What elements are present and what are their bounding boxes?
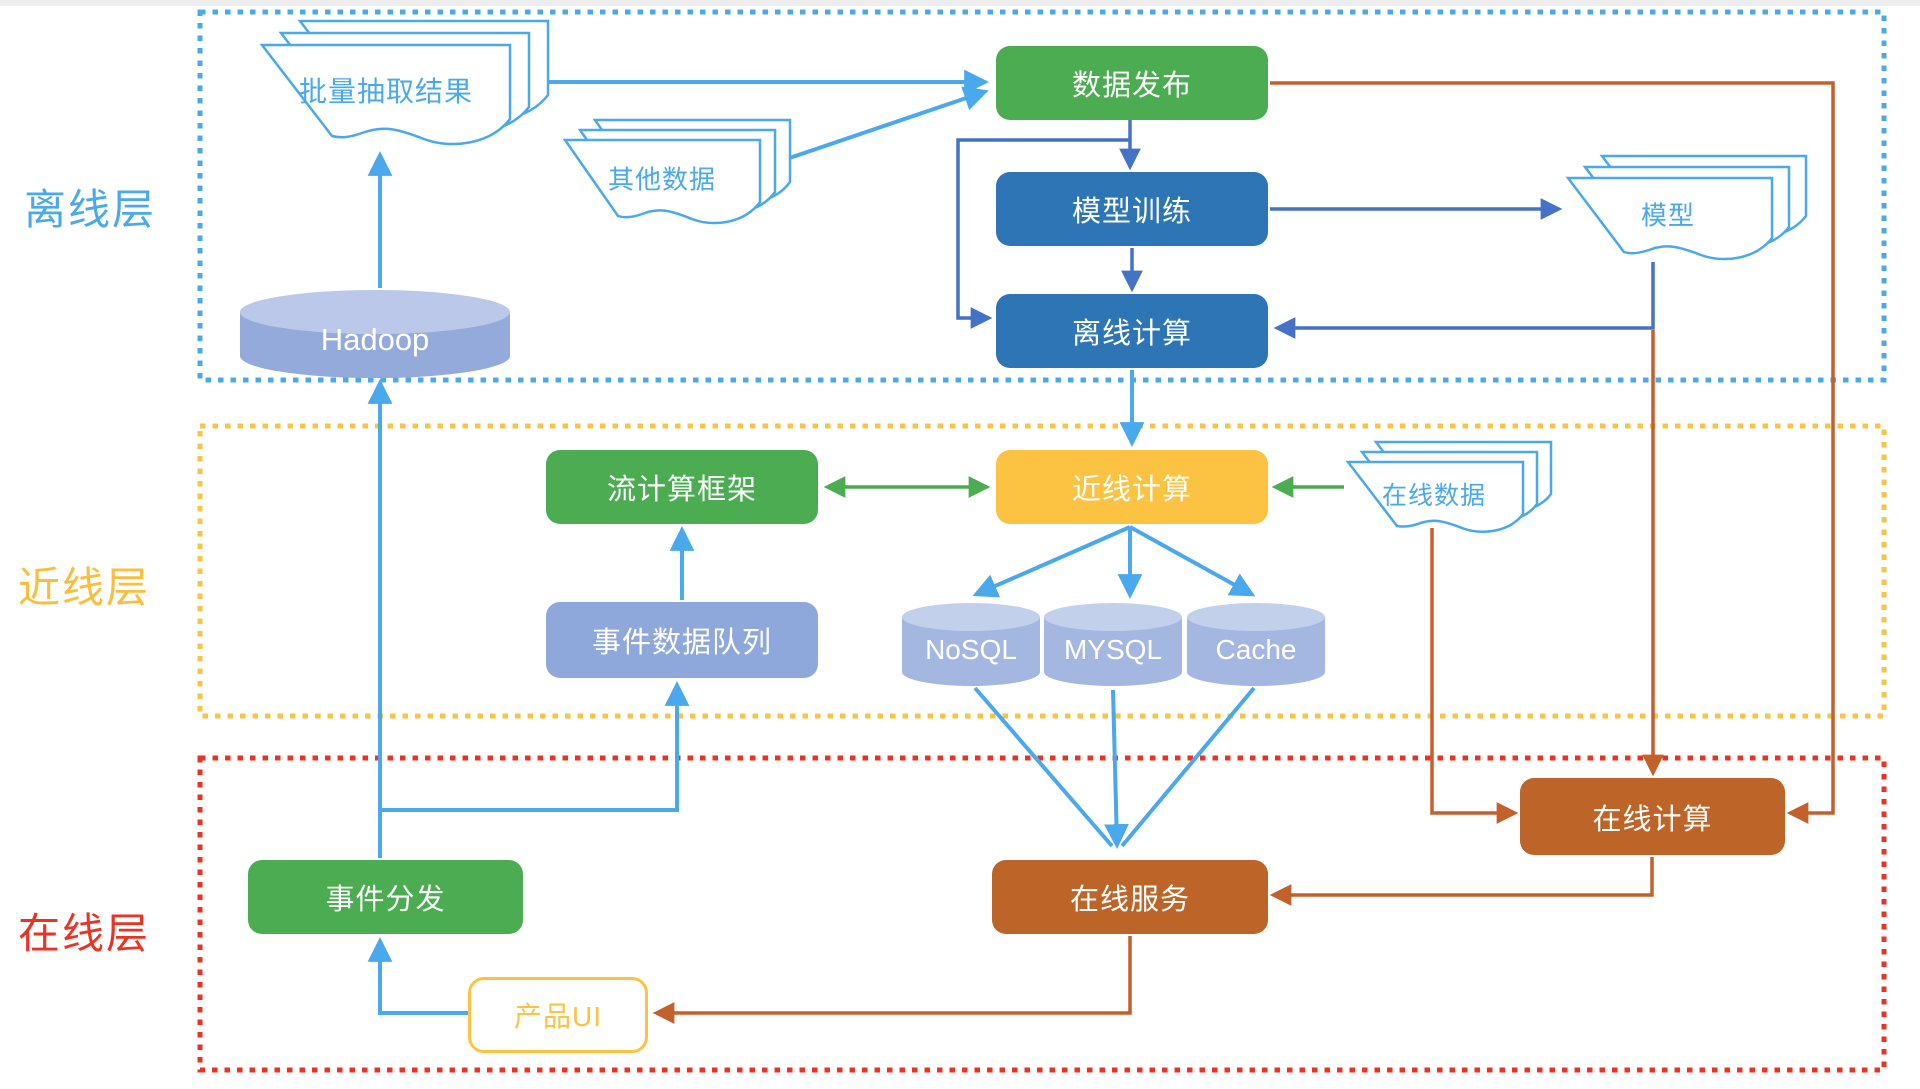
nearline-compute-node: 近线计算 bbox=[996, 450, 1268, 524]
other-data-doc-label: 其他数据 bbox=[607, 164, 717, 195]
nosql-cylinder-shape bbox=[902, 603, 1040, 686]
mysql-cylinder-shape bbox=[1044, 603, 1182, 686]
edge-model-to-offline bbox=[1273, 262, 1655, 339]
model-training-node: 模型训练 bbox=[996, 172, 1268, 246]
edge-onlinedata-to-onlinecompute bbox=[1430, 528, 1519, 824]
edge-mysql-to-service bbox=[1104, 689, 1129, 849]
edge-nosql-to-service bbox=[973, 686, 1114, 848]
hadoop-cylinder-label: Hadoop bbox=[320, 322, 430, 357]
nearline-layer-box bbox=[197, 423, 1887, 719]
online-data-doc-shape bbox=[1345, 440, 1553, 533]
nearline-layer-label: 近线层 bbox=[18, 564, 151, 611]
edge-productui-to-dispatch bbox=[367, 937, 468, 1015]
online-compute-node: 在线计算 bbox=[1520, 778, 1785, 855]
online-layer-box bbox=[197, 755, 1887, 1073]
hadoop-cylinder-shape bbox=[240, 290, 510, 378]
batch-result-doc-shape bbox=[259, 19, 550, 146]
stream-framework-node: 流计算框架 bbox=[546, 450, 818, 524]
offline-layer-label: 离线层 bbox=[24, 186, 157, 233]
edge-nearline-to-nosql bbox=[972, 525, 1131, 598]
edge-onlinecompute-to-service bbox=[1269, 857, 1654, 906]
screenshot-top-strip bbox=[0, 0, 1920, 6]
offline-compute-node: 离线计算 bbox=[996, 294, 1268, 368]
edge-publish-to-onlinecompute bbox=[1270, 81, 1835, 824]
batch-result-doc-label: 批量抽取结果 bbox=[298, 76, 474, 107]
offline-layer-box bbox=[197, 9, 1887, 383]
online-service-node: 在线服务 bbox=[992, 860, 1268, 934]
edge-branch-to-queue bbox=[380, 681, 690, 812]
event-dispatch-node: 事件分发 bbox=[248, 860, 523, 934]
product-ui-node: 产品UI bbox=[468, 977, 648, 1053]
event-queue-node: 事件数据队列 bbox=[546, 602, 818, 678]
edge-other-to-publish bbox=[765, 86, 989, 168]
data-publish-node: 数据发布 bbox=[996, 46, 1268, 120]
edge-cache-to-service bbox=[1120, 686, 1256, 848]
edge-publish-to-offline bbox=[956, 138, 1130, 329]
other-data-doc-shape bbox=[562, 118, 792, 225]
cache-cylinder-label: Cache bbox=[1215, 634, 1297, 665]
edge-service-to-productui bbox=[652, 936, 1132, 1024]
online-layer-label: 在线层 bbox=[18, 910, 151, 957]
model-doc-label: 模型 bbox=[1640, 200, 1696, 231]
nosql-cylinder-label: NoSQL bbox=[925, 634, 1017, 665]
online-data-doc-label: 在线数据 bbox=[1381, 482, 1487, 510]
model-doc-shape bbox=[1565, 154, 1808, 261]
mysql-cylinder-label: MYSQL bbox=[1063, 634, 1163, 665]
cache-cylinder-shape bbox=[1187, 603, 1325, 686]
edge-nearline-to-cache bbox=[1129, 525, 1256, 597]
